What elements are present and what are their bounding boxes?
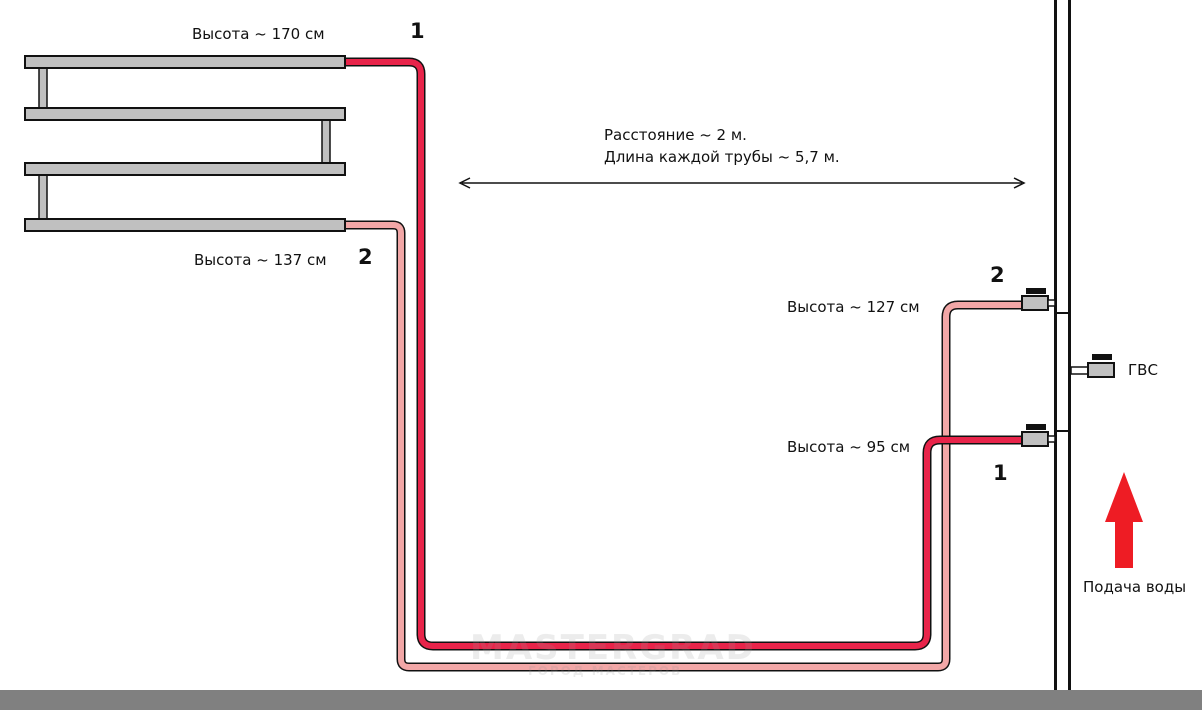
valve-gvs bbox=[1070, 354, 1115, 378]
distance-note: Расстояние ~ 2 м. Длина каждой трубы ~ 5… bbox=[604, 124, 840, 168]
water-flow-arrow bbox=[1105, 472, 1143, 568]
label-height-127: Высота ~ 127 см bbox=[787, 298, 920, 316]
distance-text: Расстояние ~ 2 м. bbox=[604, 126, 747, 144]
return-pipe bbox=[343, 220, 1024, 672]
label-height-137: Высота ~ 137 см bbox=[194, 251, 327, 269]
label-water-supply: Подача воды bbox=[1083, 578, 1187, 596]
floor bbox=[0, 690, 1202, 710]
valve-supply bbox=[1021, 424, 1056, 447]
supply-pipe bbox=[343, 57, 1024, 651]
label-number-riser-return: 2 bbox=[990, 263, 1005, 287]
label-number-radiator-supply: 1 bbox=[410, 19, 425, 43]
watermark-logo: MASTERGRAD bbox=[470, 628, 756, 668]
riser-pipe bbox=[1054, 0, 1071, 690]
label-number-radiator-return: 2 bbox=[358, 245, 373, 269]
label-number-riser-supply: 1 bbox=[993, 461, 1008, 485]
label-gvs: ГВС bbox=[1128, 361, 1158, 379]
label-height-170: Высота ~ 170 см bbox=[192, 25, 325, 43]
watermark-tagline: ГОРОД МАСТЕРОВ bbox=[528, 664, 683, 678]
distance-arrow bbox=[458, 177, 1026, 189]
towel-radiator bbox=[24, 55, 346, 232]
valve-return bbox=[1021, 288, 1056, 311]
pipe-length-text: Длина каждой трубы ~ 5,7 м. bbox=[604, 148, 840, 166]
label-height-95: Высота ~ 95 см bbox=[787, 438, 911, 456]
